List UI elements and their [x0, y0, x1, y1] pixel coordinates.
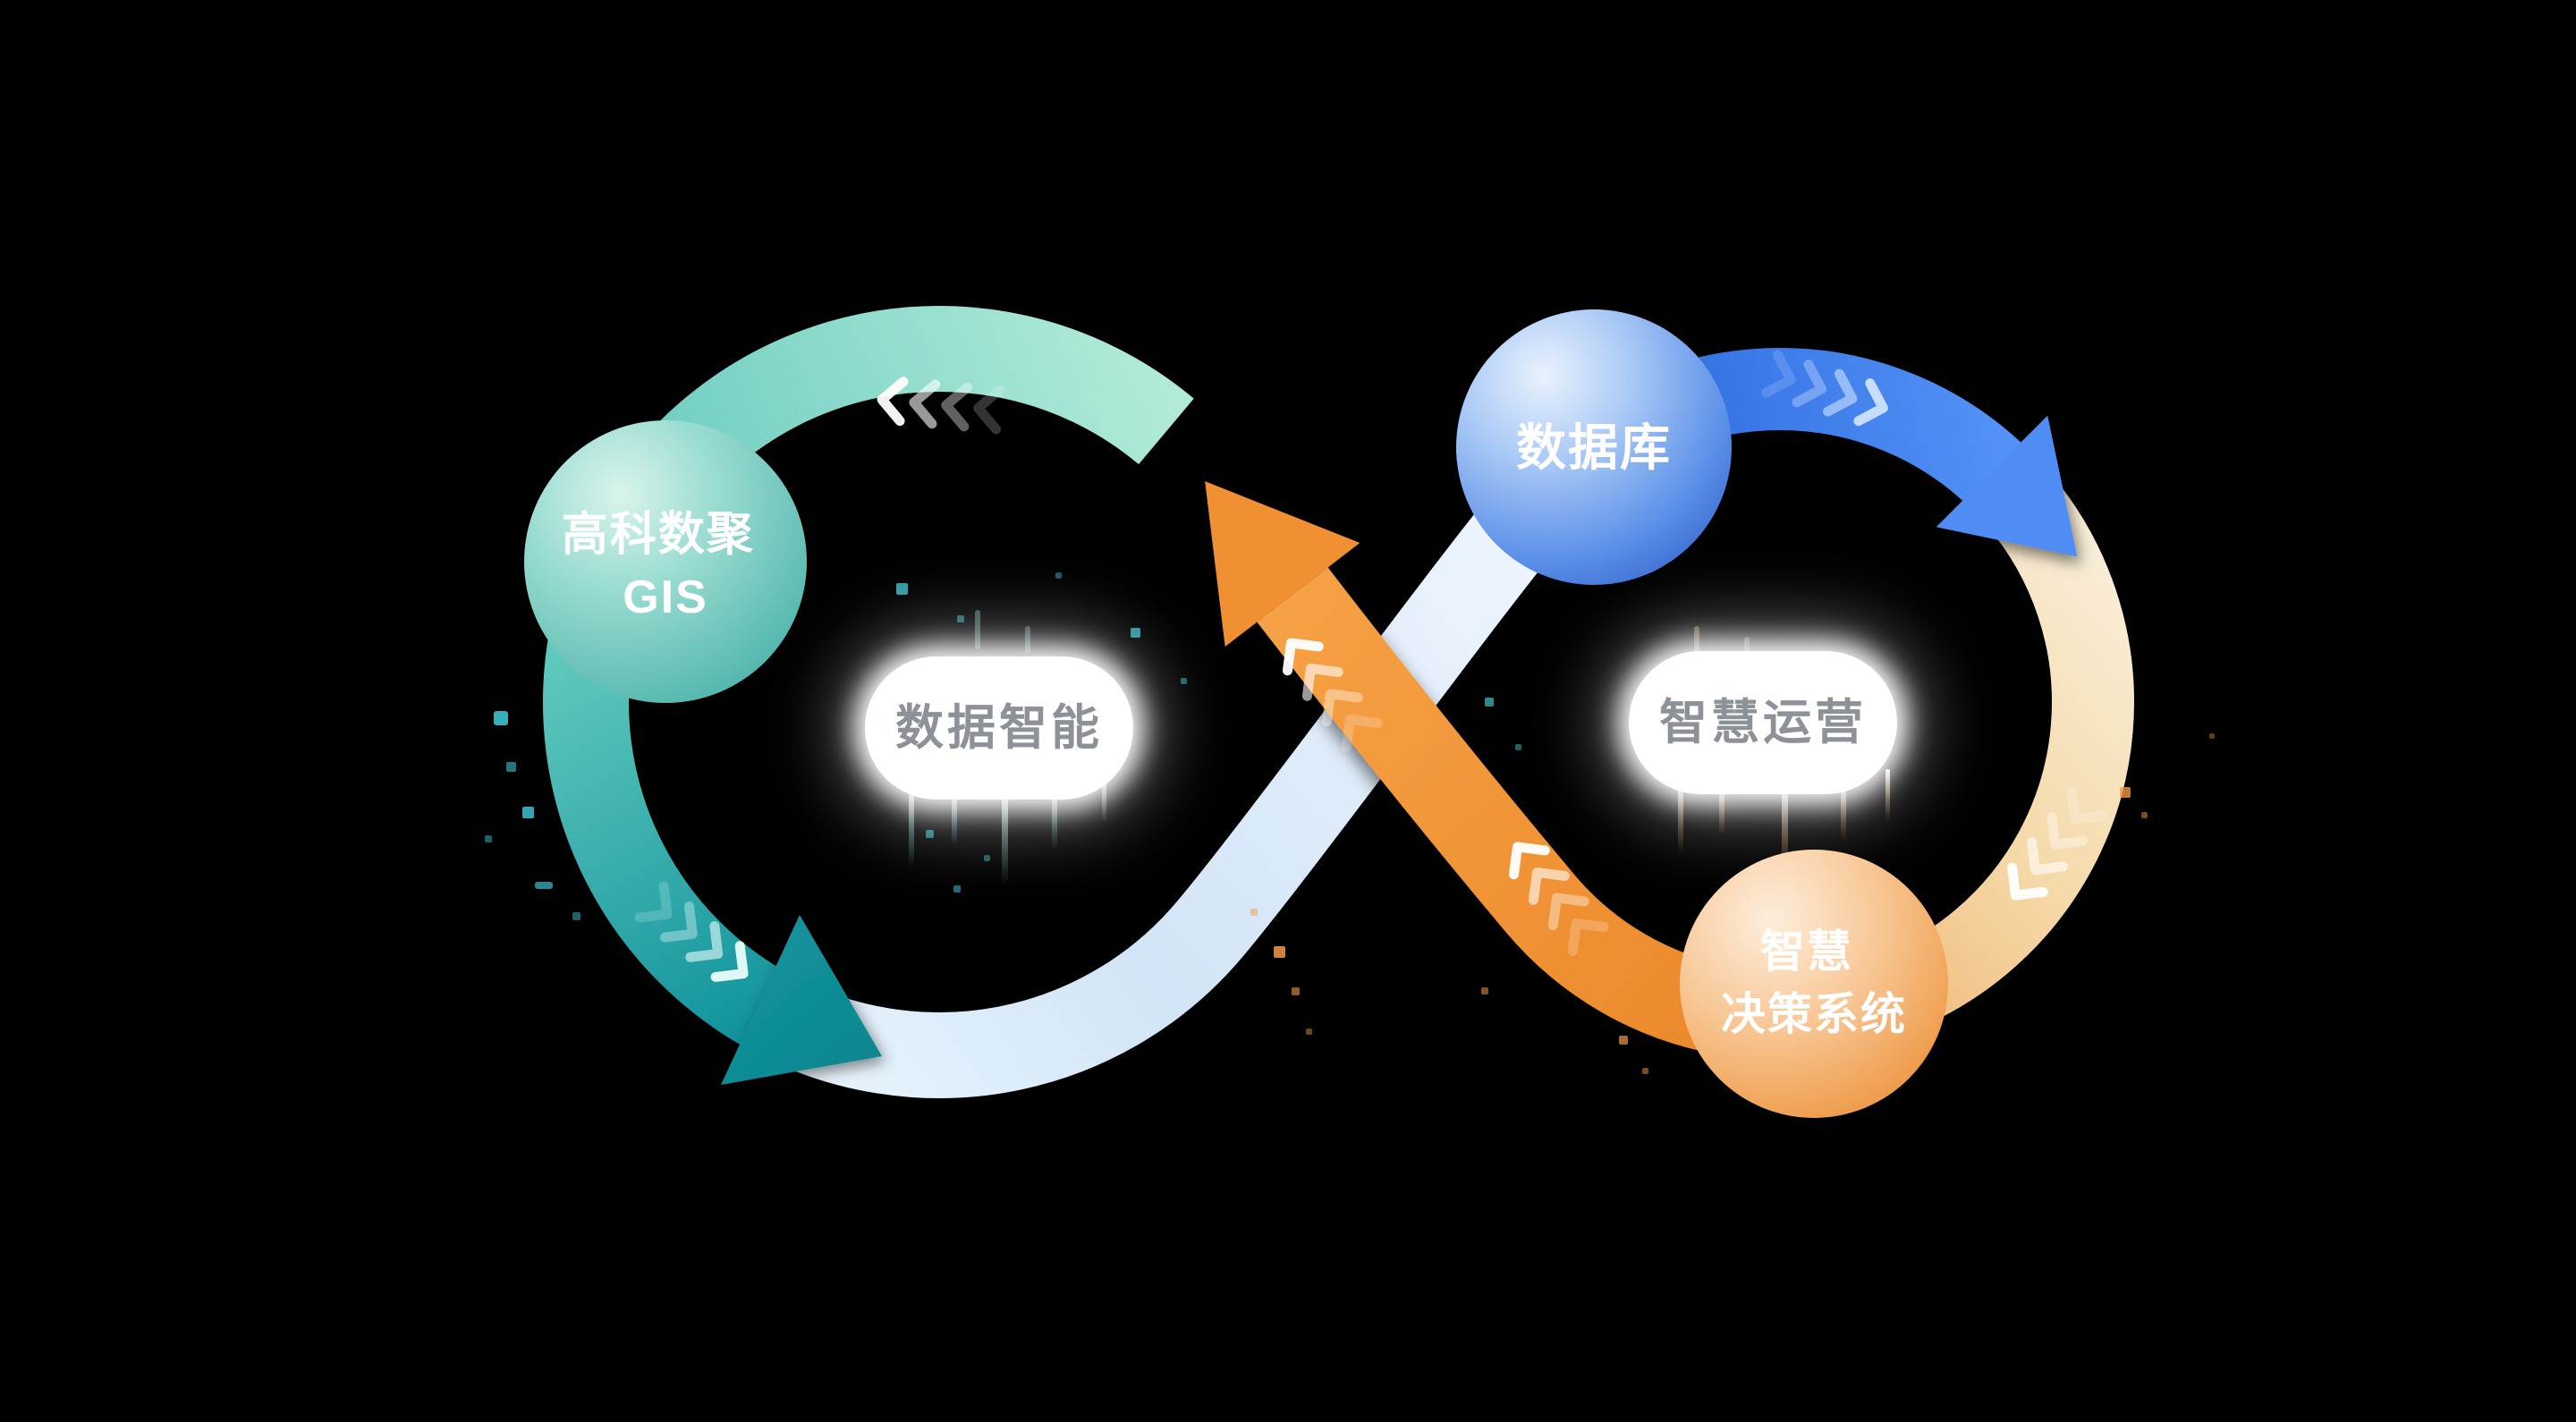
node-database: 数据库 [1456, 309, 1732, 585]
node-decision: 智慧 决策系统 [1680, 850, 1948, 1118]
left-loop-paleblue-arc [752, 473, 1573, 1098]
gis-node-label: 高科数聚 GIS [562, 509, 769, 623]
left-loop-label-pill: 数据智能 [838, 631, 1160, 825]
database-node-label: 数据库 [1516, 419, 1672, 476]
right-pill [1629, 651, 1897, 794]
database-circle [1456, 309, 1732, 585]
decision-circle [1680, 850, 1948, 1118]
right-loop-label-pill: 智慧运营 [1602, 626, 1924, 819]
left-pill [865, 656, 1133, 800]
right-loop-label: 智慧运营 [1659, 696, 1867, 749]
node-gis: 高科数聚 GIS [524, 420, 807, 703]
left-loop-label: 数据智能 [895, 701, 1103, 755]
gis-circle [524, 420, 807, 703]
decision-node-label: 智慧 决策系统 [1721, 927, 1907, 1039]
blue-arrowhead [1936, 415, 2078, 557]
orange-arrowhead [1205, 481, 1360, 647]
left-loop-bottom-arc [543, 633, 784, 1045]
teal-arrowhead [721, 915, 882, 1085]
